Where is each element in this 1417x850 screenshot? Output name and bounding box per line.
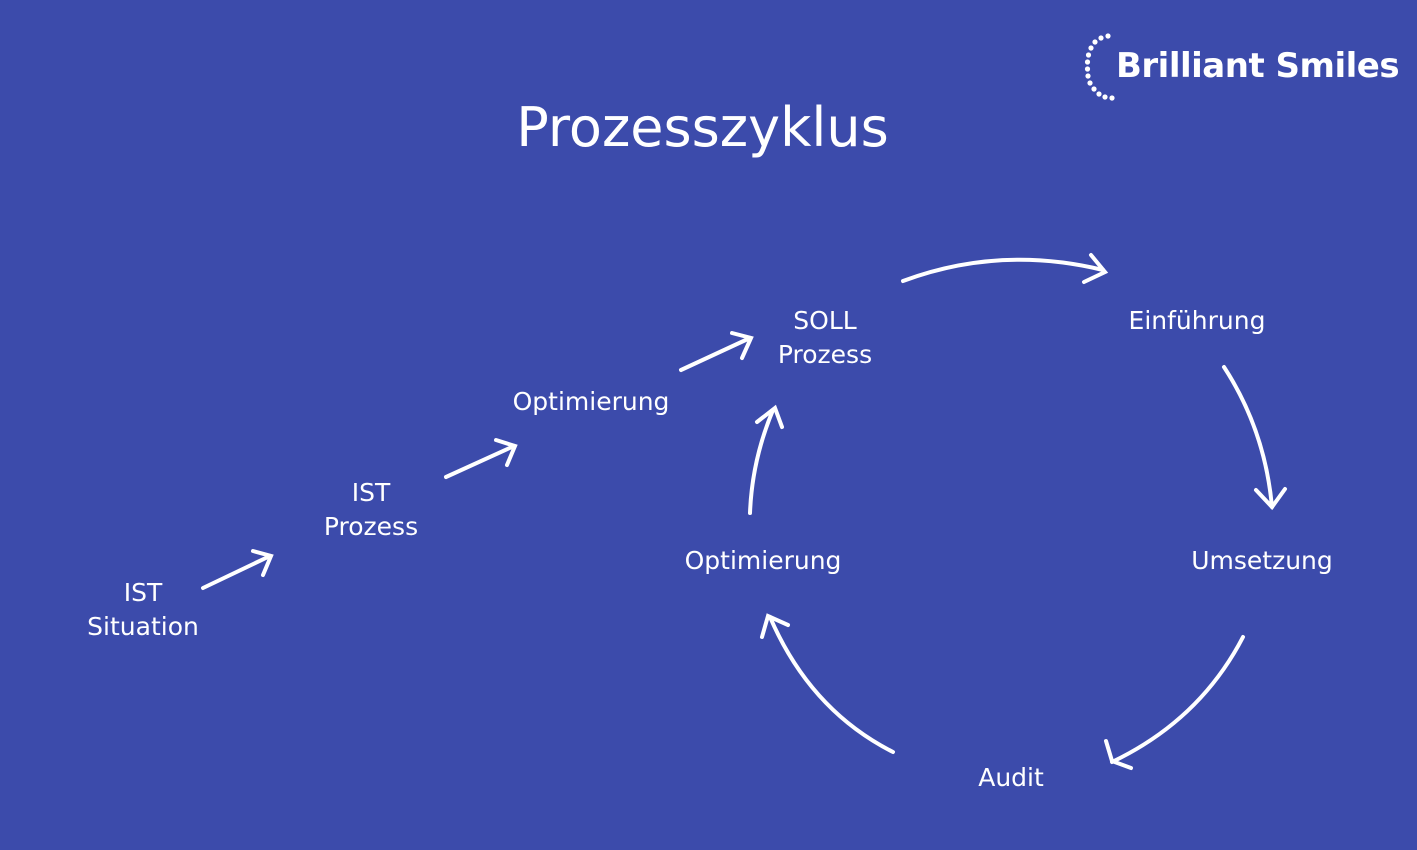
node-soll-prozess: SOLL Prozess <box>778 304 872 372</box>
node-label-line: Prozess <box>323 512 419 541</box>
node-label-line: SOLL <box>793 306 857 335</box>
node-label-line: Audit <box>978 763 1044 792</box>
brand-name: Brilliant Smiles <box>1116 46 1400 86</box>
node-label-line: Einführung <box>1128 306 1266 335</box>
node-label-line: Optimierung <box>684 546 842 575</box>
node-label-line: Optimierung <box>512 387 670 416</box>
node-optimierung-2: Optimierung <box>685 544 842 578</box>
node-ist-situation: IST Situation <box>87 576 199 644</box>
arrow-optimierung-to-soll-prozess <box>679 331 754 372</box>
page-title: Prozesszyklus <box>516 96 889 159</box>
node-einfuehrung: Einführung <box>1129 304 1266 338</box>
node-umsetzung: Umsetzung <box>1191 544 1333 578</box>
dotted-arc-icon <box>1084 33 1115 101</box>
brand-logo: Brilliant Smiles <box>1084 32 1400 108</box>
node-label-line: Prozess <box>777 340 873 369</box>
node-optimierung-1: Optimierung <box>513 385 670 419</box>
arrow-audit-to-optimierung <box>760 613 895 754</box>
node-label-line: Situation <box>87 612 199 641</box>
node-label-line: IST <box>351 478 391 507</box>
node-label-line: IST <box>123 578 163 607</box>
arrow-ist-prozess-to-optimierung <box>444 438 518 479</box>
arrow-soll-prozess-to-einfuehrung <box>901 253 1109 284</box>
node-label-line: Umsetzung <box>1191 546 1333 575</box>
node-ist-prozess: IST Prozess <box>324 476 418 544</box>
arrow-optimierung-to-soll-prozess-cycle <box>748 404 784 515</box>
arrow-einfuehrung-to-umsetzung <box>1222 365 1287 511</box>
arrow-ist-situation-to-ist-prozess <box>201 549 274 590</box>
node-audit: Audit <box>978 761 1044 795</box>
arrow-umsetzung-to-audit <box>1104 635 1245 770</box>
